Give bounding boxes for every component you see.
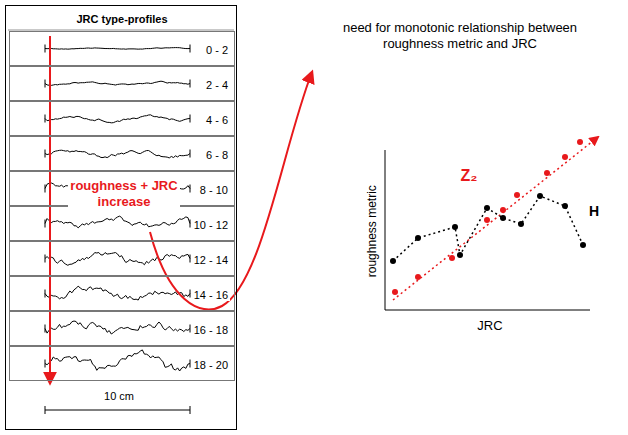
profile-panel: JRC type-profiles 10 cm 0 - 2 2 - 4 4 - 6 6 -…	[5, 5, 237, 430]
scale-bar-tick	[45, 406, 46, 414]
profile-strip: 12 - 14	[9, 241, 235, 276]
data-point	[484, 205, 490, 211]
jrc-range: 10 - 12	[192, 219, 230, 231]
data-point	[452, 224, 458, 230]
roughness-profile	[45, 81, 190, 85]
data-point	[390, 258, 396, 264]
series-label: Z₂	[452, 166, 486, 185]
profile-end-tick	[45, 115, 46, 123]
scale-bar-tick	[190, 406, 191, 414]
profile-strip: 4 - 6	[9, 101, 235, 136]
profile-end-tick	[190, 360, 191, 368]
data-point	[392, 289, 398, 295]
jrc-range: 14 - 16	[192, 289, 230, 301]
data-line	[393, 196, 583, 261]
profile-strip: 16 - 18	[9, 311, 235, 346]
profile-end-tick	[45, 80, 46, 88]
jrc-range: 6 - 8	[204, 149, 230, 161]
data-point	[415, 235, 421, 241]
data-point	[562, 154, 568, 160]
profile-end-tick	[45, 150, 46, 158]
profile-end-tick	[45, 290, 46, 298]
profile-end-tick	[190, 325, 191, 333]
scale-bar	[45, 410, 190, 411]
data-point	[500, 215, 506, 221]
axis-label: JRC	[470, 318, 510, 334]
roughness-profile	[45, 350, 190, 371]
profile-end-tick	[190, 115, 191, 123]
note: need for monotonic relationship between …	[312, 20, 608, 51]
roughness-profile	[45, 286, 190, 300]
annotation: roughness + JRC increase	[68, 178, 180, 209]
profile-end-tick	[45, 360, 46, 368]
jrc-range: 0 - 2	[204, 44, 230, 56]
data-point	[544, 170, 550, 176]
data-point	[514, 192, 520, 198]
chart-axes	[385, 150, 590, 310]
profile-end-tick	[45, 185, 46, 193]
profile-strip: 6 - 8	[9, 136, 235, 171]
roughness-profile	[45, 150, 190, 158]
data-point	[518, 221, 524, 227]
series-label: H	[584, 203, 604, 220]
data-point	[500, 207, 506, 213]
roughness-profile	[45, 321, 190, 334]
data-point	[577, 139, 583, 145]
data-point	[415, 274, 421, 280]
increase-arrow	[49, 36, 51, 383]
data-point	[457, 252, 463, 258]
data-point	[537, 193, 543, 199]
profile-strip: 0 - 2	[9, 31, 235, 66]
profile-end-tick	[190, 150, 191, 158]
data-point	[562, 203, 568, 209]
profile-end-tick	[45, 255, 46, 263]
jrc-range: 12 - 14	[192, 254, 230, 266]
axis-label: roughness metric	[365, 171, 379, 291]
scale-label: 10 cm	[102, 390, 136, 402]
jrc-range: 2 - 4	[204, 79, 230, 91]
profile-end-tick	[190, 80, 191, 88]
roughness-profile	[45, 216, 190, 228]
roughness-profile	[45, 115, 190, 123]
profile-end-tick	[190, 255, 191, 263]
data-point	[449, 255, 455, 261]
profile-strip: 18 - 20	[9, 346, 235, 381]
profile-end-tick	[45, 325, 46, 333]
jrc-range: 4 - 6	[204, 114, 230, 126]
trend-line	[393, 137, 598, 300]
profile-end-tick	[190, 185, 191, 193]
profile-end-tick	[45, 45, 46, 53]
panel-title: JRC type-profiles	[74, 13, 169, 25]
roughness-profile	[45, 48, 190, 50]
roughness-profile	[45, 253, 190, 266]
profile-end-tick	[190, 220, 191, 228]
jrc-range: 18 - 20	[192, 359, 230, 371]
data-point	[580, 242, 586, 248]
data-point	[484, 217, 490, 223]
profile-end-tick	[190, 290, 191, 298]
jrc-range: 8 - 10	[198, 184, 230, 196]
jrc-range: 16 - 18	[192, 324, 230, 336]
profile-strip: 10 - 12	[9, 206, 235, 241]
profile-end-tick	[45, 220, 46, 228]
profile-strip: 14 - 16	[9, 276, 235, 311]
profile-strip: 2 - 4	[9, 66, 235, 101]
profile-end-tick	[190, 45, 191, 53]
